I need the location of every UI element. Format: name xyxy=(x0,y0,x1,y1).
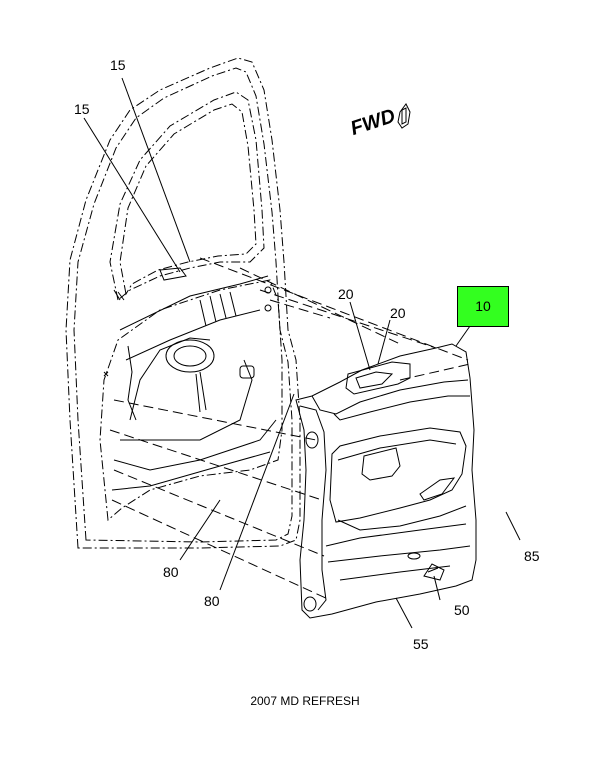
callout-85: 85 xyxy=(524,548,540,564)
fwd-arrow-icon xyxy=(397,103,411,129)
callout-10-label: 10 xyxy=(475,298,491,314)
callout-80-left: 80 xyxy=(163,564,179,580)
callout-20-left: 20 xyxy=(338,286,354,302)
door-mechanism xyxy=(103,267,277,491)
callout-15-lower: 15 xyxy=(74,101,90,117)
callout-55: 55 xyxy=(413,636,429,652)
door-frame xyxy=(65,57,301,549)
highlighted-callout-10[interactable]: 10 xyxy=(457,286,509,327)
callout-80-right: 80 xyxy=(204,593,220,609)
callout-20-right: 20 xyxy=(390,305,406,321)
assembly-lines xyxy=(109,257,471,601)
diagram-caption: 2007 MD REFRESH xyxy=(250,694,360,708)
door-trim-panel xyxy=(295,343,477,619)
callout-50: 50 xyxy=(454,602,470,618)
callout-15-upper: 15 xyxy=(110,57,126,73)
leader-lines xyxy=(83,77,521,629)
